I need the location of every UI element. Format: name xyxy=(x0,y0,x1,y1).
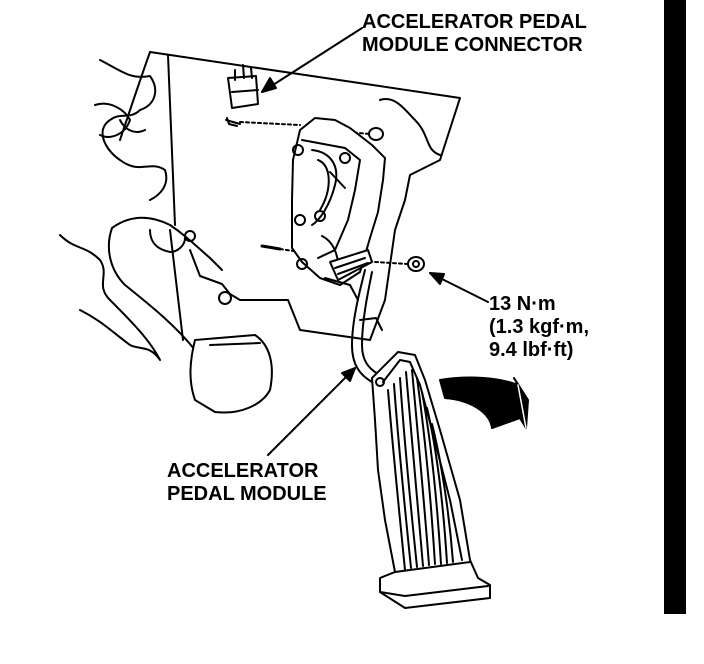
torque-callout-line-3: 9.4 lbf·ft) xyxy=(489,339,574,361)
leader-lines xyxy=(261,27,489,456)
mounting-hardware xyxy=(260,127,425,272)
page-edge-bar xyxy=(664,0,686,614)
left-structure xyxy=(59,54,184,361)
connector-callout-line-2: MODULE CONNECTOR xyxy=(362,34,583,56)
connector-callout-line-1: ACCELERATOR PEDAL xyxy=(362,11,587,33)
accelerator-pedal-arm xyxy=(351,269,383,383)
torque-callout: 13 N·m (1.3 kgf·m, 9.4 lbf·ft) xyxy=(489,293,589,362)
accelerator-module-bracket xyxy=(291,117,386,301)
module-callout-line-2: PEDAL MODULE xyxy=(167,483,327,505)
motion-arrow xyxy=(439,376,529,429)
firewall-panel xyxy=(119,51,461,341)
torque-callout-line-2: (1.3 kgf·m, xyxy=(489,316,590,338)
accelerator-pedal-pad xyxy=(371,351,491,609)
brake-pedal xyxy=(107,216,273,414)
module-callout-line-1: ACCELERATOR xyxy=(167,460,319,482)
connector-callout: ACCELERATOR PEDAL MODULE CONNECTOR xyxy=(362,11,587,57)
pedal-connector xyxy=(225,64,301,127)
module-callout: ACCELERATOR PEDAL MODULE xyxy=(167,460,327,506)
torque-callout-line-1: 13 N·m xyxy=(489,293,556,315)
